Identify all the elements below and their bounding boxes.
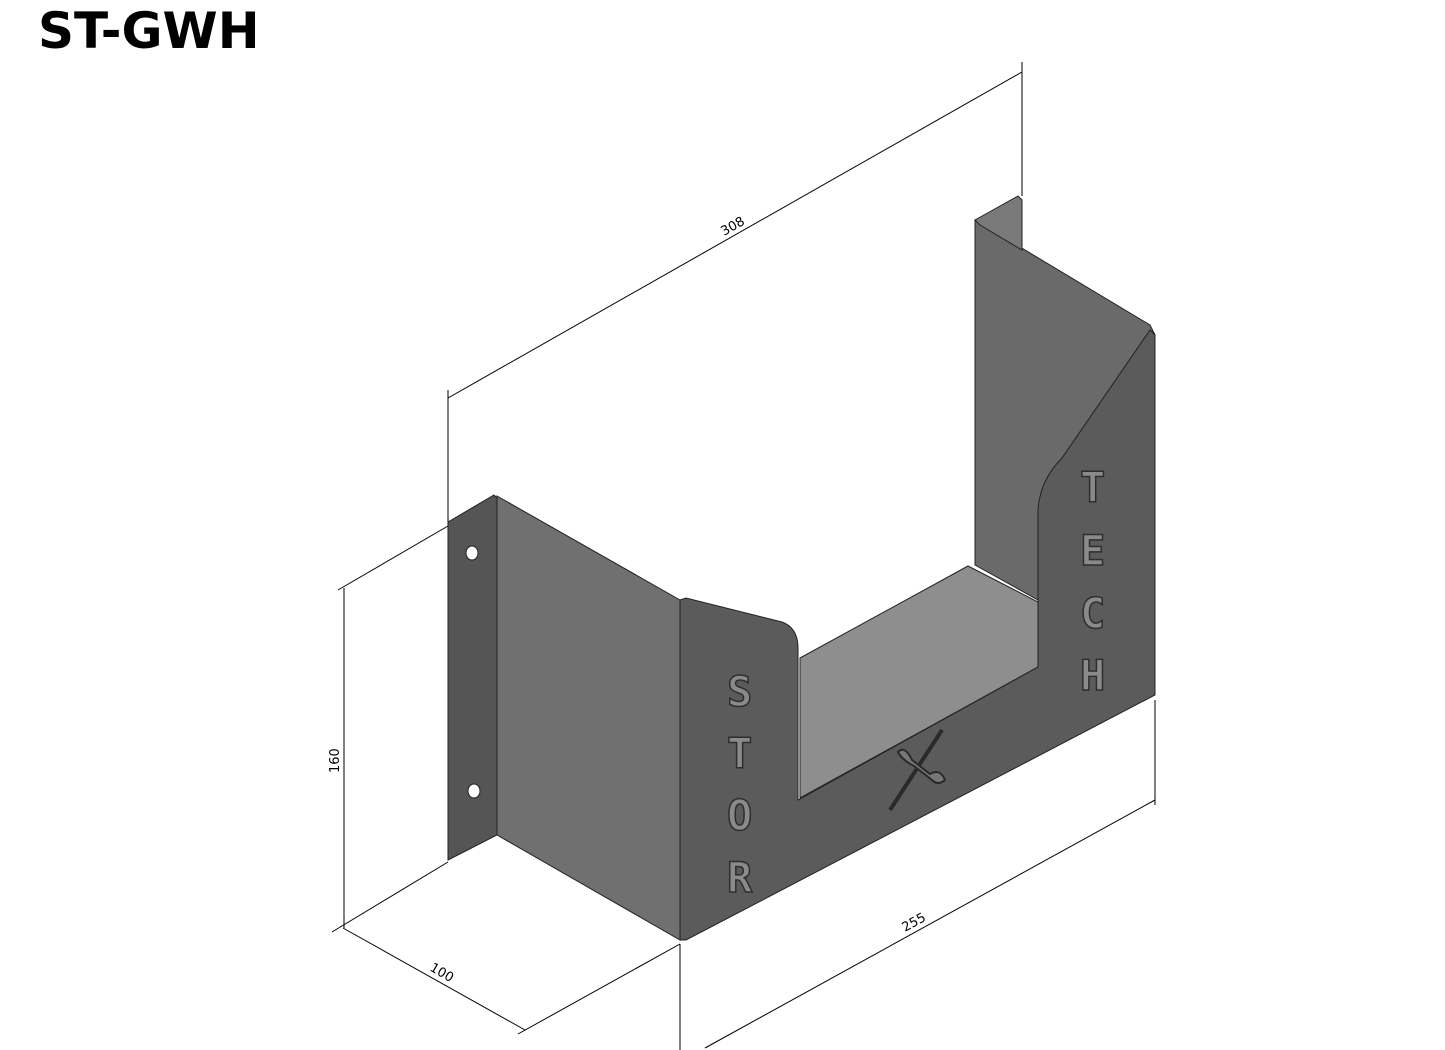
engraving-letter: C <box>1080 589 1105 638</box>
engraving-letter: T <box>727 729 752 778</box>
top-flange <box>974 195 1023 251</box>
engraving-letter: T <box>1080 463 1105 512</box>
extension-line <box>337 525 449 591</box>
engraving-letter: E <box>1080 526 1105 575</box>
dimension-line-255 <box>704 799 1156 1049</box>
dimension-label-255: 255 <box>900 910 929 935</box>
dimension-label-100: 100 <box>427 960 456 985</box>
engraving-letter: O <box>727 791 752 840</box>
side-panel <box>496 495 681 941</box>
engraving-letter: R <box>727 853 753 902</box>
drawing-title: ST-GWH <box>38 2 260 60</box>
extension-line <box>331 861 449 933</box>
dimension-label-160: 160 <box>328 748 343 773</box>
front-panel <box>679 329 1156 941</box>
engraving-letter: H <box>1080 651 1105 700</box>
dimension-line-308 <box>447 71 1023 399</box>
mounting-hole <box>465 545 479 561</box>
mounting-hole <box>467 783 481 799</box>
dimension-line-100 <box>342 927 526 1031</box>
extension-line <box>517 943 681 1035</box>
wrench-screwdriver-logo-icon <box>888 728 947 812</box>
engraving-letter: S <box>727 667 752 716</box>
